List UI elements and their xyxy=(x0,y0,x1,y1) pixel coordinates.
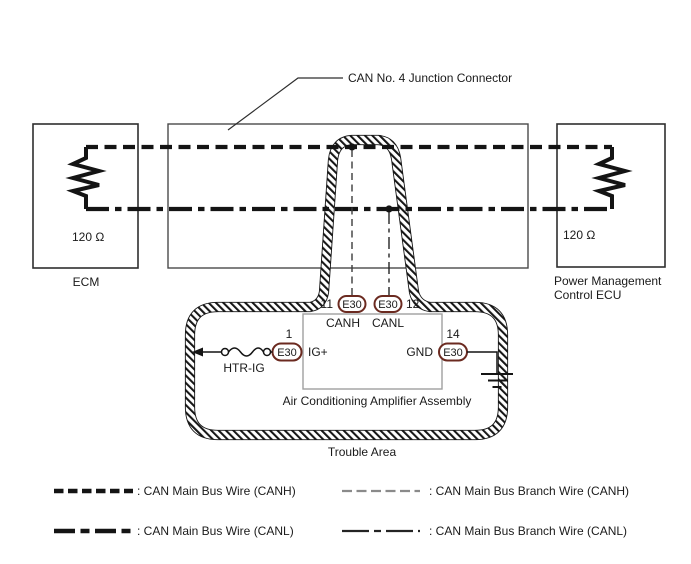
callout-leader-line xyxy=(227,77,343,131)
arrow-left-icon xyxy=(192,347,203,357)
e30-connector-canh-label: E30 xyxy=(342,299,362,311)
pm-ecu-label-line1: Power Management xyxy=(554,274,662,288)
pm-ecu-label-line2: Control ECU xyxy=(554,288,621,302)
fuse-terminal-icon xyxy=(262,347,272,357)
pin-number-12: 12 xyxy=(406,297,420,311)
pin-label-canl: CANL xyxy=(372,316,404,330)
e30-connector-ig-label: E30 xyxy=(277,347,297,359)
e30-connectors: E30 E30 E30 E30 xyxy=(271,295,468,362)
legend-branch-canh-label: : CAN Main Bus Branch Wire (CANH) xyxy=(429,484,629,498)
junction-connector-label: CAN No. 4 Junction Connector xyxy=(348,71,512,85)
legend-main-canl-label: : CAN Main Bus Wire (CANL) xyxy=(137,524,294,538)
pin-label-ig: IG+ xyxy=(308,345,328,359)
pm-ecu-resistor-value: 120 Ω xyxy=(563,228,595,242)
can-main-bus-wires xyxy=(86,144,612,212)
fuse-element-icon xyxy=(227,347,265,357)
e30-connector-gnd-label: E30 xyxy=(443,347,463,359)
ecm-label: ECM xyxy=(73,275,100,289)
fuse-terminal-icon xyxy=(220,347,230,357)
amplifier-label: Air Conditioning Amplifier Assembly xyxy=(283,394,472,408)
legend-main-canh-label: : CAN Main Bus Wire (CANH) xyxy=(137,484,296,498)
e30-connector-canh xyxy=(337,295,367,313)
ecm-box xyxy=(32,123,139,269)
can-branch-wires xyxy=(348,143,393,295)
canh-junction-dot xyxy=(348,143,356,151)
pin-label-canh: CANH xyxy=(326,316,360,330)
fuse-label: HTR-IG xyxy=(223,361,264,375)
junction-connector-box xyxy=(167,123,529,269)
power-management-ecu-box xyxy=(556,123,666,268)
pin-number-11: 11 xyxy=(321,297,334,311)
pin-number-1: 1 xyxy=(286,327,293,341)
ground-wire xyxy=(467,351,498,373)
e30-connector-canl-label: E30 xyxy=(378,299,398,311)
junction-connector-callout: CAN No. 4 Junction Connector xyxy=(227,71,512,131)
pin-number-14: 14 xyxy=(446,327,460,341)
pin-label-gnd: GND xyxy=(406,345,433,359)
ecm-resistor-icon xyxy=(65,147,107,209)
ecm-resistor-value: 120 Ω xyxy=(72,230,104,244)
trouble-area-label: Trouble Area xyxy=(328,445,397,459)
trouble-area-outline xyxy=(184,134,509,441)
ground-symbol-icon xyxy=(467,351,513,388)
fuse-circuit: HTR-IG xyxy=(192,347,273,375)
pm-ecu-resistor-icon xyxy=(591,147,633,209)
terminating-resistors xyxy=(65,147,633,209)
e30-connector-canl xyxy=(373,295,403,313)
legend: : CAN Main Bus Wire (CANH) : CAN Main Bu… xyxy=(54,484,629,538)
canl-junction-dot xyxy=(385,205,393,213)
legend-branch-canl-label: : CAN Main Bus Branch Wire (CANL) xyxy=(429,524,627,538)
